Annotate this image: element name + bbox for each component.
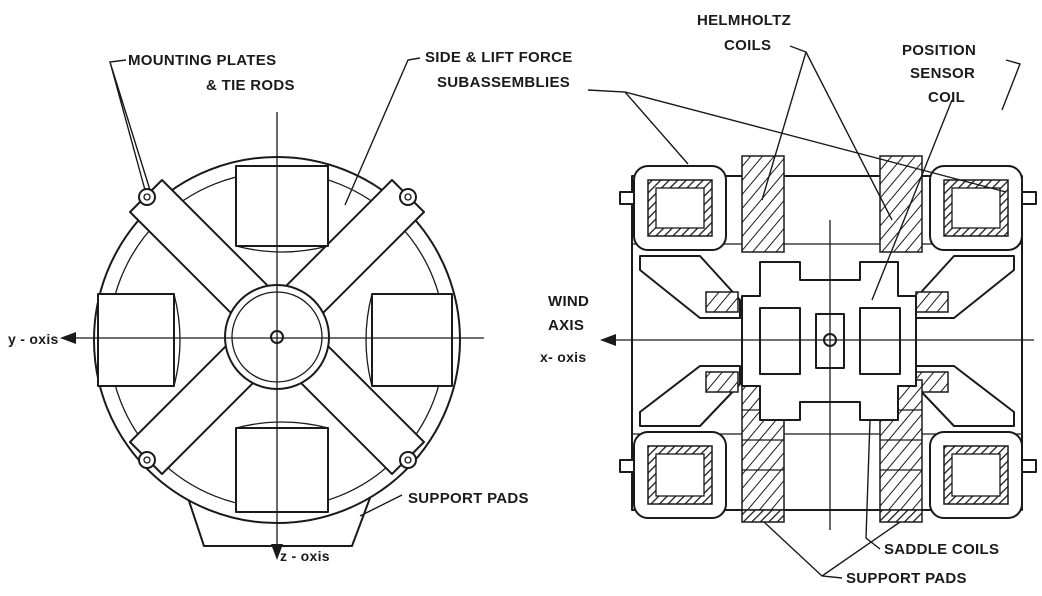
front-magnet-left — [97, 293, 181, 387]
support-pads-leader-front — [359, 494, 403, 517]
side-lift-leader-side — [587, 89, 1007, 193]
helmholtz-label-1: HELMHOLTZ — [697, 12, 791, 29]
side-coil-bottom-left — [633, 431, 727, 519]
side-coil-top-right — [929, 165, 1023, 251]
position-sensor-leader — [871, 59, 1021, 301]
side-view — [587, 45, 1037, 579]
x-axis-arrow — [600, 334, 616, 346]
side-coil-bottom-right — [929, 431, 1023, 519]
x-axis-label: x- oxis — [540, 349, 586, 365]
front-y-axis-arrow — [60, 332, 76, 344]
position-label-2: SENSOR — [910, 65, 975, 82]
position-label-1: POSITION — [902, 42, 976, 59]
z-axis-label: z - oxis — [280, 548, 330, 564]
y-axis-label: y - oxis — [8, 331, 59, 347]
wind-label-1: WIND — [548, 293, 589, 310]
support-pads-leader-side — [763, 521, 901, 579]
mounting-plates-leader — [109, 59, 151, 191]
side-support-pad-right — [879, 509, 923, 523]
saddle-coils-leader — [865, 419, 881, 550]
support-pads-label-front: SUPPORT PADS — [408, 490, 529, 507]
helmholtz-coil-left — [741, 155, 785, 511]
helmholtz-label-2: COILS — [724, 37, 771, 54]
side-lift-label-1: SIDE & LIFT FORCE — [425, 49, 573, 66]
side-support-pad-left — [741, 509, 785, 523]
side-lift-label-2: SUBASSEMBLIES — [437, 74, 570, 91]
front-magnet-right — [365, 293, 453, 387]
side-bolts — [619, 191, 1037, 473]
side-lift-leader-front — [344, 57, 421, 206]
helmholtz-leader — [761, 45, 893, 221]
mounting-plates-label-2: & TIE RODS — [206, 77, 295, 94]
side-coil-top-left — [633, 165, 727, 251]
front-magnet-top — [235, 165, 329, 253]
front-magnet-bottom — [235, 421, 329, 513]
front-tie-rod-bolts — [138, 188, 417, 469]
support-pads-label-side: SUPPORT PADS — [846, 570, 967, 587]
saddle-coils-label: SADDLE COILS — [884, 541, 999, 558]
front-view — [60, 57, 484, 560]
wind-label-2: AXIS — [548, 317, 584, 334]
mounting-plates-label-1: MOUNTING PLATES — [128, 52, 276, 69]
front-z-axis-arrow — [271, 544, 283, 560]
position-label-3: COIL — [928, 89, 965, 106]
